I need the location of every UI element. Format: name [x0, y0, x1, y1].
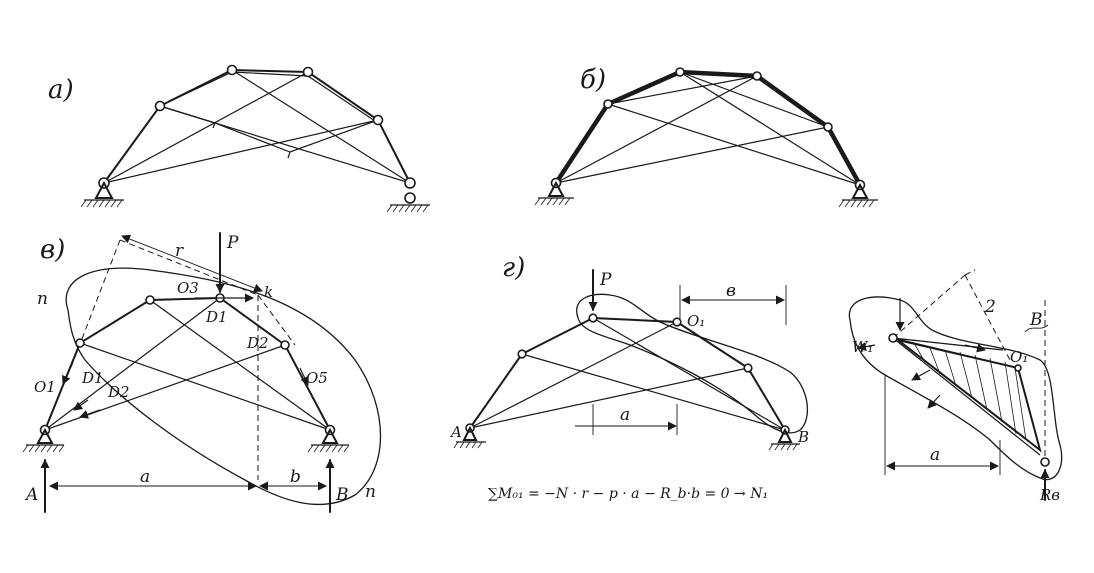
panel-g-joint: [743, 363, 753, 373]
panel-v-force-d1: [73, 399, 89, 411]
panel-g-label-support-b: B: [797, 428, 809, 446]
panel-g-label-a: a: [620, 405, 630, 425]
free-body-label-a: a: [930, 445, 940, 465]
panel-b-joint: [823, 122, 833, 132]
panel-b: б): [534, 65, 878, 208]
panel-a-label: а): [48, 75, 74, 105]
panel-v-label-n-top: n: [37, 289, 48, 309]
free-body-force-d: [911, 369, 931, 381]
panel-v-label-n-bottom: n: [365, 482, 376, 502]
panel-v-support-right: [307, 424, 350, 453]
panel-g-label-b-dim: в: [726, 281, 736, 301]
free-body-force-d2: [927, 394, 941, 409]
panel-a-diagonals: [103, 69, 411, 184]
panel-v-force-o5: [299, 367, 309, 386]
panel-a-joint: [226, 64, 238, 76]
panel-v-support-left: [22, 424, 65, 453]
panel-b-diagonals: [555, 71, 861, 186]
panel-b-joint: [603, 99, 613, 109]
free-body-dashed-lines: [892, 269, 1046, 480]
panel-v-construction-lines: [69, 239, 296, 480]
free-body-force-w1: [857, 342, 876, 352]
panel-a-joint: [154, 100, 166, 112]
panel-g-label-o1: O₁: [687, 312, 705, 330]
panel-g-free-body: W₁ 2 B O₁ a Rв: [848, 269, 1063, 504]
panel-v-label-o3: O3: [177, 279, 199, 297]
panel-g-truss: [469, 316, 786, 431]
free-body-joint: [1014, 364, 1022, 372]
free-body-label-w1: W₁: [852, 338, 873, 356]
panel-b-upper-chord: [553, 69, 863, 188]
panel-b-label: б): [580, 65, 606, 95]
panel-g-joint: [517, 349, 527, 359]
panel-v-joint: [75, 338, 85, 348]
panel-a: а): [48, 64, 430, 213]
panel-v-label-d1-top: D1: [205, 308, 228, 326]
panel-v-label-p: P: [226, 233, 239, 253]
free-body-label-b: B: [1029, 310, 1043, 330]
panel-v: в) r: [22, 232, 382, 513]
panel-v-force-d2: [79, 409, 101, 419]
panel-b-support-left: [534, 177, 574, 206]
panel-g-section-curve: [576, 293, 809, 434]
panel-v-label-d2-bottom: D2: [107, 383, 130, 401]
panel-g-joint: [672, 317, 682, 327]
panel-v-joint: [280, 340, 290, 350]
panel-v-label-b: b: [290, 467, 301, 487]
panel-v-label-d2-top: D2: [246, 334, 269, 352]
free-body-force-o1: [964, 343, 986, 353]
panel-v-label-k: k: [264, 283, 273, 301]
panel-g-support-right: [768, 425, 800, 451]
panel-g-label-support-a: A: [449, 423, 462, 441]
panel-a-joint: [372, 114, 384, 126]
panel-a-support-left: [80, 177, 124, 208]
panel-v-label-a: a: [140, 467, 150, 487]
free-body-label-o1: O₁: [1010, 348, 1028, 366]
panel-g: г) P в O₁ a: [449, 253, 809, 502]
panel-v-force-o1: [62, 367, 71, 385]
free-body-joint: [888, 333, 898, 343]
panel-a-joint: [302, 66, 314, 78]
free-body-support-joint: [1040, 457, 1050, 467]
panel-v-label-reaction-b: B: [335, 485, 349, 505]
panel-v-label: в): [40, 235, 65, 265]
free-body-bracket: [1024, 324, 1049, 333]
panel-b-joint: [675, 67, 685, 77]
panel-v-label-d1-bottom: D1: [81, 369, 104, 387]
free-body-outline: [848, 296, 1063, 481]
panel-g-moment-equation: ∑M₀₁ = −N · r − p · a − R_b·b = 0 → N₁: [488, 486, 768, 502]
panel-b-support-right: [838, 179, 878, 208]
panel-g-label-p: P: [599, 270, 612, 290]
panel-g-label: г): [502, 253, 525, 283]
panel-a-support-right: [386, 177, 430, 213]
panel-b-joint: [752, 71, 762, 81]
panel-g-support-left: [453, 423, 486, 449]
free-body-label-two: 2: [984, 297, 996, 317]
panel-v-label-o1: O1: [34, 378, 56, 396]
free-body-label-rb: Rв: [1039, 486, 1060, 504]
panel-v-label-reaction-a: A: [24, 485, 38, 505]
panel-v-label-o5: O5: [306, 369, 328, 387]
panel-v-dim-r: [121, 234, 263, 293]
panel-v-label-r: r: [175, 241, 184, 261]
panel-g-joint: [588, 313, 598, 323]
panel-a-upper-chord: [103, 68, 411, 184]
panel-v-joint: [145, 295, 155, 305]
